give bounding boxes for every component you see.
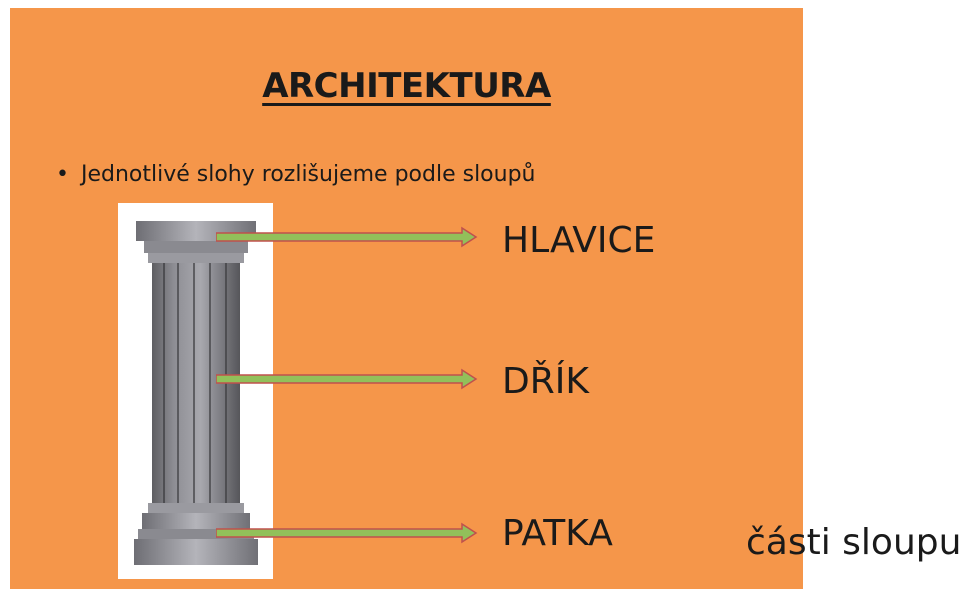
arrow-hlavice [216,226,478,248]
arrow-patka [216,522,478,544]
arrow-drik [216,368,478,390]
slide: ARCHITEKTURA • Jednotlivé slohy rozlišuje… [10,8,803,589]
label-hlavice: HLAVICE [502,220,656,261]
bullet-dot-icon: • [56,162,69,187]
label-drik: DŘÍK [502,361,589,402]
label-patka: PATKA [502,513,613,554]
column-image [118,203,273,579]
caption-casti-sloupu: části sloupu [746,522,962,563]
bullet-point: • Jednotlivé slohy rozlišujeme podle slou… [56,162,536,187]
slide-title: ARCHITEKTURA [262,66,551,106]
bullet-text: Jednotlivé slohy rozlišujeme podle sloup… [80,162,536,187]
